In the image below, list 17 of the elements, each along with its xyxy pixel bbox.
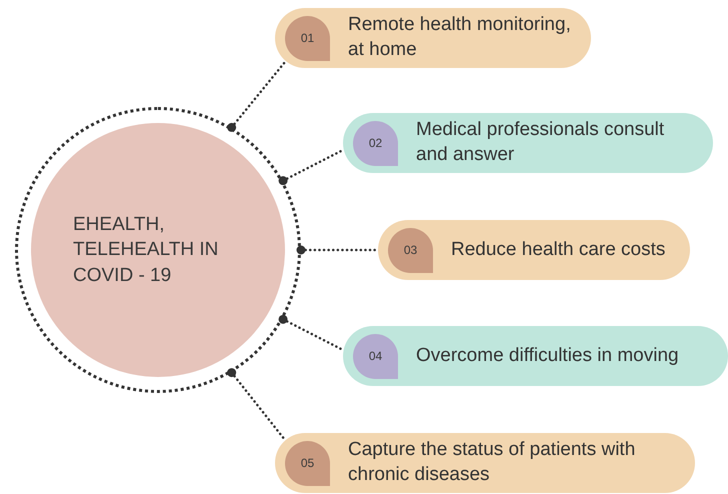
item-text: Remote health monitoring, at home xyxy=(348,13,572,62)
dotted-connector xyxy=(227,368,286,442)
item-text: Capture the status of patients with chronic diseases xyxy=(348,438,636,487)
dotted-connector xyxy=(278,148,344,186)
number-badge: 01 xyxy=(285,16,330,60)
number-badge: 02 xyxy=(353,120,398,166)
number-badge: 05 xyxy=(285,440,330,486)
item-pill xyxy=(343,326,728,386)
number-badge: 03 xyxy=(388,228,433,272)
dotted-connector xyxy=(227,60,286,132)
item-text: Medical professionals consult and answer xyxy=(416,118,666,167)
dotted-connector xyxy=(278,314,344,352)
number-badge: 04 xyxy=(353,334,398,378)
center-title: EHEALTH, TELEHEALTH IN COVID - 19 xyxy=(73,212,220,288)
item-text: Reduce health care costs xyxy=(451,238,666,262)
item-text: Overcome difficulties in moving xyxy=(416,344,679,368)
dotted-ring-circle xyxy=(15,107,301,393)
